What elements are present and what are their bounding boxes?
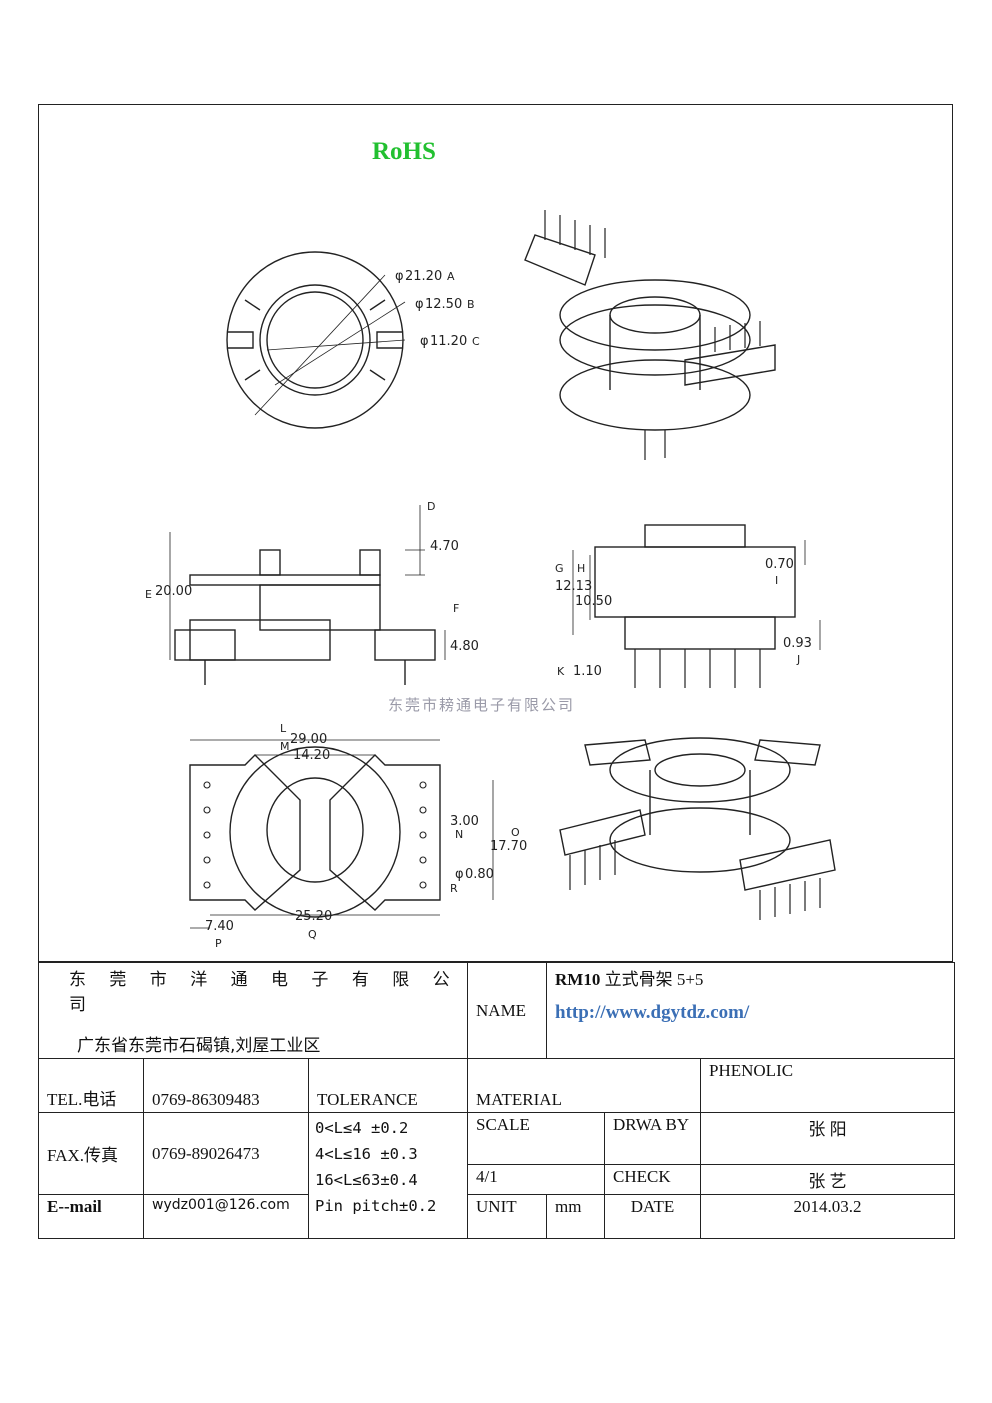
scale-label: SCALE (467, 1112, 606, 1165)
dim-j-tag: J (796, 653, 800, 666)
company-name: 东 莞 市 洋 通 电 子 有 限 公 司 (69, 970, 459, 1015)
fax-label: FAX.传真 (38, 1112, 144, 1195)
dim-p-label: 7.40 (205, 919, 234, 934)
company-address: 广东省东莞市石碣镇,刘屋工业区 (77, 1036, 321, 1056)
dim-d-tag: D (427, 500, 435, 513)
dim-j-label: 0.93 (783, 636, 812, 651)
dim-e-tag: E (145, 588, 152, 601)
bottom-view (189, 739, 494, 929)
drawn-by-value: 张 阳 (700, 1112, 956, 1165)
dim-g-label: 12.13 (555, 579, 592, 594)
dim-n-label: 3.00 (450, 814, 479, 829)
dim-m-label: 14.20 (293, 748, 330, 763)
tolerance-row-4: Pin pitch±0.2 (315, 1197, 437, 1215)
dim-l-tag: L (280, 722, 287, 735)
dim-i-label: 0.70 (765, 557, 794, 572)
email-label: E--mail (38, 1194, 144, 1239)
dim-phi-a-symbol: φ (395, 269, 404, 284)
product-model: RM10 (555, 970, 601, 989)
product-cell: RM10 立式骨架 5+5 http://www.dgytdz.com/ (546, 962, 956, 1059)
tolerance-table: 0<L≤4 ±0.2 4<L≤16 ±0.3 16<L≤63±0.4 Pin p… (307, 1112, 469, 1239)
dim-l-label: 29.00 (290, 732, 327, 747)
email-value: wydz001@126.com (143, 1194, 309, 1239)
date-value: 2014.03.2 (700, 1194, 956, 1239)
material-value: PHENOLIC (700, 1058, 956, 1113)
tolerance-row-1: 0<L≤4 ±0.2 (315, 1119, 409, 1137)
dim-r-label: 0.80 (465, 867, 494, 882)
dim-c-label: 11.20 (430, 334, 467, 349)
dim-phi-b-symbol: φ (415, 297, 424, 312)
check-label: CHECK (604, 1164, 702, 1195)
title-block: 东 莞 市 洋 通 电 子 有 限 公 司 广东省东莞市石碣镇,刘屋工业区 NA… (37, 962, 956, 1239)
dim-n-tag: N (455, 828, 463, 841)
dim-d-label: 4.70 (430, 539, 459, 554)
dim-b-label: 12.50 (425, 297, 462, 312)
dim-e-label: 20.00 (155, 584, 192, 599)
tel-value: 0769-86309483 (143, 1058, 309, 1113)
dim-r-tag: R (450, 882, 458, 895)
dim-phi-c-symbol: φ (420, 334, 429, 349)
front-view (169, 505, 446, 685)
checked-by-value: 张 艺 (700, 1164, 956, 1195)
company-url[interactable]: http://www.dgytdz.com/ (555, 1002, 750, 1023)
tolerance-row-3: 16<L≤63±0.4 (315, 1171, 418, 1189)
dim-o-tag: O (511, 826, 520, 839)
iso-view-bottom (559, 737, 836, 920)
scale-value: 4/1 (467, 1164, 606, 1195)
rohs-mark: RoHS (372, 138, 436, 165)
unit-value: mm (546, 1194, 606, 1239)
material-label: MATERIAL (467, 1058, 702, 1113)
dim-m-tag: M (280, 740, 290, 753)
dim-f-tag: F (453, 602, 459, 615)
dim-a-tag: A (447, 270, 455, 283)
name-label-cell: NAME (467, 962, 548, 1059)
dim-g-tag: G (555, 562, 564, 575)
dim-c-tag: C (472, 335, 480, 348)
product-description: 立式骨架 5+5 (600, 970, 704, 989)
unit-label: UNIT (467, 1194, 548, 1239)
tel-label: TEL.电话 (38, 1058, 144, 1113)
dim-o-label: 17.70 (490, 839, 527, 854)
name-label: NAME (476, 1000, 527, 1020)
dim-k-label: 1.10 (573, 664, 602, 679)
company-cell: 东 莞 市 洋 通 电 子 有 限 公 司 广东省东莞市石碣镇,刘屋工业区 (37, 962, 469, 1059)
side-view (572, 524, 821, 688)
fax-value: 0769-89026473 (143, 1112, 309, 1195)
technical-drawing: φ 21.20 A φ 12.50 B φ 11.20 C 4.70 D 20.… (145, 210, 836, 950)
iso-view-top (524, 210, 776, 460)
drawn-by-label: DRWA BY (604, 1112, 702, 1165)
dim-p-tag: P (215, 937, 222, 950)
dim-b-tag: B (467, 298, 475, 311)
date-label: DATE (604, 1194, 702, 1239)
watermark-text: 东莞市耪通电子有限公司 (388, 696, 576, 714)
dim-i-tag: I (775, 574, 778, 587)
dim-phi-r-symbol: φ (455, 867, 464, 882)
dim-a-label: 21.20 (405, 269, 442, 284)
dim-f-label: 4.80 (450, 639, 479, 654)
drawing-frame (38, 104, 953, 962)
dim-h-tag: H (577, 562, 585, 575)
dim-k-tag: K (557, 665, 565, 678)
dim-q-tag: Q (308, 928, 317, 941)
tolerance-label: TOLERANCE (307, 1058, 469, 1113)
top-view (226, 251, 406, 429)
dim-q-label: 25.20 (295, 909, 332, 924)
dim-h-label: 10.50 (575, 594, 612, 609)
tolerance-row-2: 4<L≤16 ±0.3 (315, 1145, 418, 1163)
